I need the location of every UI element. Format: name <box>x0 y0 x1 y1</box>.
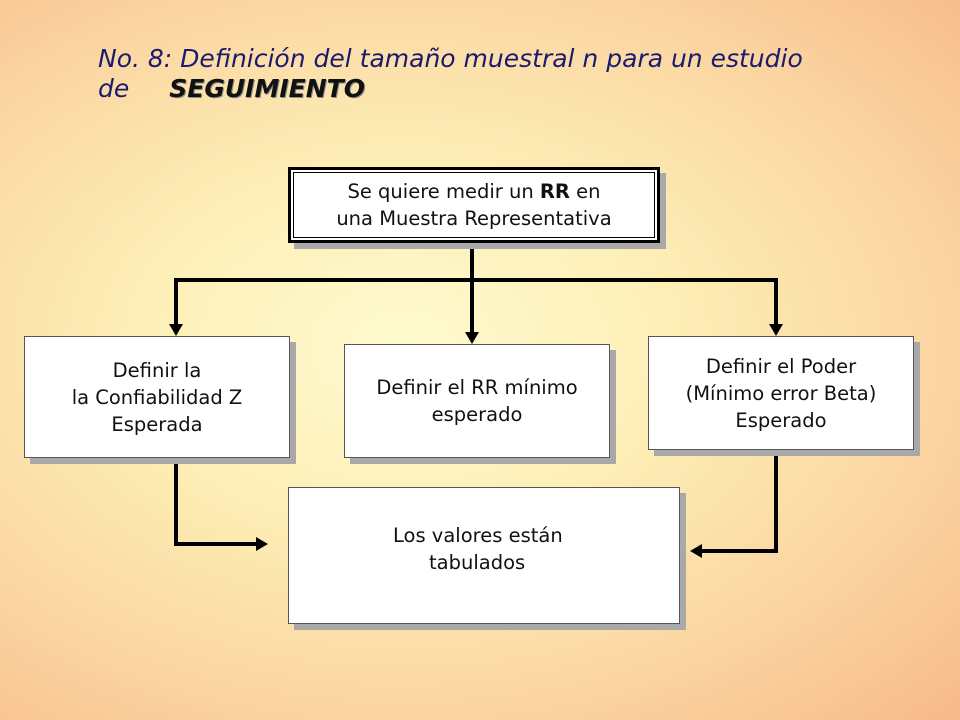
arrowhead-right <box>769 324 783 336</box>
arrowhead-left <box>169 324 183 336</box>
box-confidence-z-line-3: Esperada <box>111 412 203 436</box>
box-measure-rr-line-1: Se quiere medir un RR en <box>347 180 601 203</box>
box-power-line-2: (Mínimo error Beta) <box>685 381 877 405</box>
title-line-2: de SEGUIMIENTO <box>98 74 918 104</box>
title-line-2-prefix: de <box>98 74 130 103</box>
box-measure-rr-line-2: una Muestra Representativa <box>336 207 612 230</box>
box-min-rr: Definir el RR mínimo esperado <box>344 344 610 458</box>
box-power: Definir el Poder (Mínimo error Beta) Esp… <box>648 336 914 450</box>
left-to-bottom-line <box>174 456 258 546</box>
slide-title: No. 8: Definición del tamaño muestral n … <box>98 44 918 104</box>
box-tabulated-line-2: tabulados <box>429 551 526 574</box>
box-min-rr-line-1: Definir el RR mínimo <box>376 376 578 399</box>
box-confidence-z: Definir la la Confiabilidad Z Esperada <box>24 336 290 458</box>
box-tabulated-values: Los valores están tabulados <box>288 487 680 624</box>
box-min-rr-line-2: esperado <box>431 403 523 426</box>
top-connector <box>174 240 778 336</box>
bottom-connectors <box>174 448 778 553</box>
box-tabulated-line-1: Los valores están <box>393 524 563 547</box>
box-power-line-1: Definir el Poder <box>705 354 857 378</box>
arrowhead-bottom-right <box>690 544 702 558</box>
box-confidence-z-line-2: la Confiabilidad Z <box>71 385 243 409</box>
arrowhead-middle <box>465 332 479 344</box>
title-emphasis: SEGUIMIENTO <box>169 74 365 103</box>
right-to-bottom-line <box>700 448 778 553</box>
title-line-1: No. 8: Definición del tamaño muestral n … <box>98 44 803 73</box>
box-measure-rr: Se quiere medir un RR en una Muestra Rep… <box>288 167 660 243</box>
arrowhead-bottom-left <box>256 537 268 551</box>
box-power-line-3: Esperado <box>735 408 827 432</box>
box-confidence-z-line-1: Definir la <box>112 358 202 382</box>
